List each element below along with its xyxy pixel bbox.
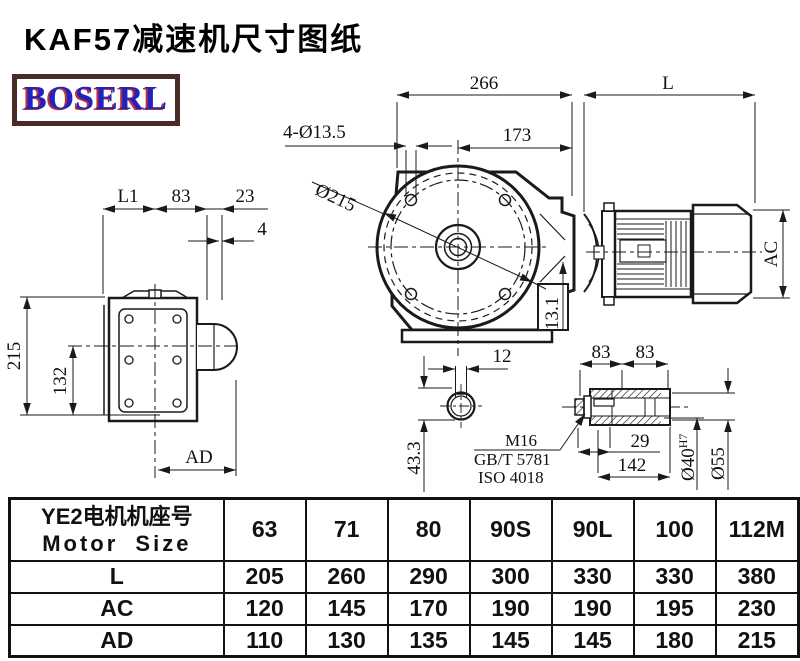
dim-215-label: 215 — [4, 342, 25, 371]
dimension-lines — [20, 91, 790, 492]
dim-flange-dia-label: Ø215 — [312, 179, 359, 216]
col-90S: 90S — [468, 497, 553, 562]
technical-drawing: 266 L 173 4-Ø13.5 Ø215 13.1 AC L1 83 23 … — [4, 73, 790, 492]
dim-AD-label: AD — [185, 447, 212, 468]
col-112M: 112M — [714, 497, 800, 562]
left-side-view — [68, 284, 242, 478]
cell-AC-0: 120 — [222, 591, 307, 626]
col-71: 71 — [304, 497, 389, 562]
table-row-AD: AD 110 130 135 145 145 180 215 — [8, 623, 800, 658]
table-row-AC: AC 120 145 170 190 190 195 230 — [8, 591, 800, 626]
note-m16: M16 — [505, 431, 537, 450]
cell-AD-6: 215 — [714, 623, 800, 658]
col-80: 80 — [386, 497, 471, 562]
cell-L-6: 380 — [714, 559, 800, 594]
page-title: KAF57减速机尺寸图纸 — [24, 22, 364, 57]
cell-L-0: 205 — [222, 559, 307, 594]
dim-bore-value: Ø40 — [678, 448, 699, 481]
header-cn: YE2电机机座号 — [41, 503, 193, 529]
header-en: Motor Size — [42, 530, 192, 556]
dim-266-label: 266 — [470, 73, 499, 94]
boserl-logo-text: BOSERL — [24, 80, 168, 117]
dim-23-label: 23 — [236, 186, 255, 207]
table-header-row: YE2电机机座号 Motor Size 63 71 80 90S 90L 100… — [8, 497, 800, 562]
cell-AC-2: 170 — [386, 591, 471, 626]
cell-L-1: 260 — [304, 559, 389, 594]
hollow-shaft-detail — [562, 388, 692, 426]
col-100: 100 — [632, 497, 717, 562]
cell-AD-4: 145 — [550, 623, 635, 658]
dim-4-label: 4 — [257, 219, 267, 240]
cell-AC-1: 145 — [304, 591, 389, 626]
dim-AC-label: AC — [761, 241, 782, 267]
dim-83-top-label: 83 — [172, 186, 191, 207]
dim-bolt-holes-label: 4-Ø13.5 — [283, 122, 346, 143]
cell-AC-3: 190 — [468, 591, 553, 626]
motor-size-table: YE2电机机座号 Motor Size 63 71 80 90S 90L 100… — [8, 497, 800, 658]
note-iso-4018: ISO 4018 — [478, 468, 544, 487]
shaft-cross-section — [440, 384, 482, 428]
dimension-labels: 266 L 173 4-Ø13.5 Ø215 13.1 AC L1 83 23 … — [4, 73, 782, 487]
row-label-AD: AD — [8, 623, 225, 658]
dim-L-label: L — [662, 73, 674, 94]
dim-132-label: 132 — [50, 367, 71, 396]
dim-43-3-label: 43.3 — [404, 441, 425, 474]
dim-29-label: 29 — [631, 431, 650, 452]
cell-L-3: 300 — [468, 559, 553, 594]
dim-173-label: 173 — [503, 125, 532, 146]
cell-L-2: 290 — [386, 559, 471, 594]
cell-AD-3: 145 — [468, 623, 553, 658]
cell-AD-1: 130 — [304, 623, 389, 658]
col-63: 63 — [222, 497, 307, 562]
dim-12-label: 12 — [493, 346, 512, 367]
header-motor-size-cell: YE2电机机座号 Motor Size — [8, 497, 225, 562]
front-view — [368, 140, 576, 356]
cell-AD-0: 110 — [222, 623, 307, 658]
dim-bore-tolerance: H7 — [676, 434, 690, 449]
dim-outer-dia-label: Ø55 — [708, 447, 729, 480]
cell-L-5: 330 — [632, 559, 717, 594]
note-gbt-5781: GB/T 5781 — [474, 450, 551, 469]
table-row-L: L 205 260 290 300 330 330 380 — [8, 559, 800, 594]
row-label-AC: AC — [8, 591, 225, 626]
dim-bore-label: Ø40H7 — [676, 434, 699, 481]
cell-AD-2: 135 — [386, 623, 471, 658]
dim-L1-label: L1 — [117, 186, 138, 207]
cell-AC-6: 230 — [714, 591, 800, 626]
cell-AC-5: 195 — [632, 591, 717, 626]
dim-13-1-label: 13.1 — [542, 297, 563, 330]
cell-AD-5: 180 — [632, 623, 717, 658]
dim-83a-label: 83 — [592, 342, 611, 363]
boserl-logo: BOSERL — [12, 74, 180, 126]
cell-L-4: 330 — [550, 559, 635, 594]
dim-142-label: 142 — [618, 455, 647, 476]
row-label-L: L — [8, 559, 225, 594]
dim-83b-label: 83 — [636, 342, 655, 363]
motor-view — [583, 202, 762, 306]
cell-AC-4: 190 — [550, 591, 635, 626]
col-90L: 90L — [550, 497, 635, 562]
